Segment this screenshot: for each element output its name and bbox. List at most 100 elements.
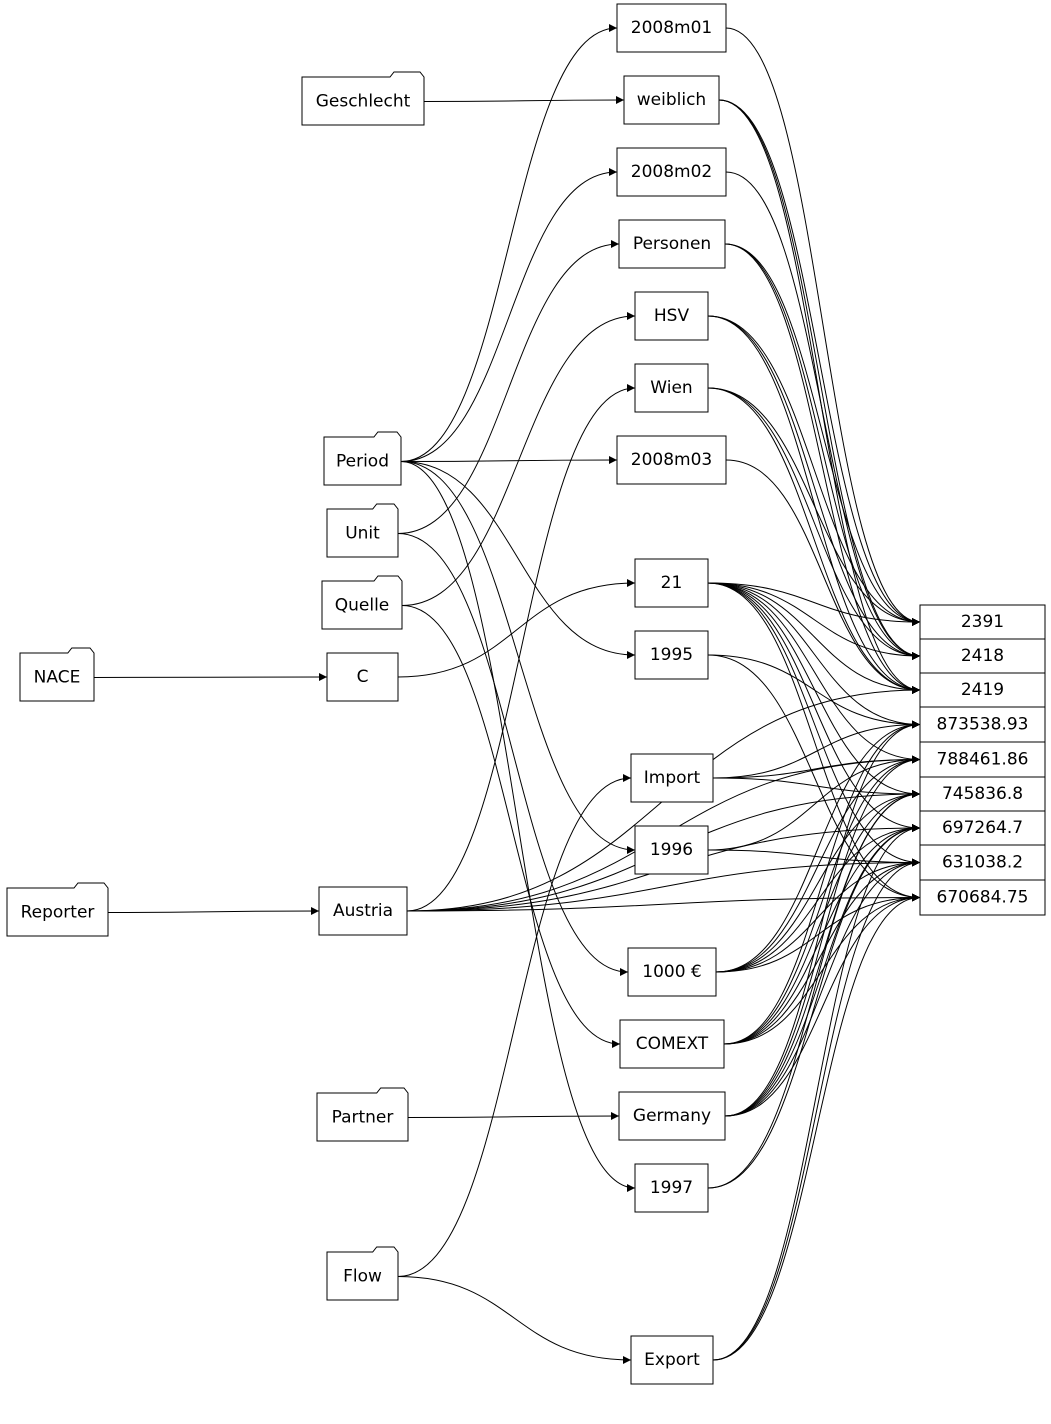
node-export: Export xyxy=(630,1335,714,1385)
box-shape xyxy=(616,3,727,53)
node-personen: Personen xyxy=(618,219,726,269)
edge-v21-r2391 xyxy=(707,582,921,626)
node-v1996: 1996 xyxy=(634,825,709,875)
node-label: 1996 xyxy=(650,840,693,860)
edge-period-v2008m02 xyxy=(400,168,618,462)
node-label: Wien xyxy=(650,378,692,398)
node-label: Austria xyxy=(333,901,393,921)
node-label: Personen xyxy=(633,234,711,254)
node-r697264: 697264.7 xyxy=(919,810,1046,846)
box-shape xyxy=(326,652,399,702)
edge-v2008m03-r2419 xyxy=(725,459,921,694)
folder-shape xyxy=(323,431,402,486)
edge-period-v1995 xyxy=(400,461,636,659)
node-r873538: 873538.93 xyxy=(919,706,1046,743)
edge-nace-c xyxy=(93,673,328,682)
edge-unit-personen xyxy=(397,240,620,534)
edge-germany-r873538 xyxy=(724,720,921,1117)
edge-comext-r631038 xyxy=(723,858,921,1045)
box-shape xyxy=(618,1091,726,1141)
edge-eur1000-r745836 xyxy=(715,790,921,973)
folder-shape xyxy=(326,503,399,558)
edges-layer xyxy=(93,24,921,1364)
edge-v21-r631038 xyxy=(707,582,921,867)
node-label: 2418 xyxy=(961,646,1004,666)
edge-c-v21 xyxy=(397,579,636,678)
node-v2008m01: 2008m01 xyxy=(616,3,727,53)
box-shape xyxy=(623,75,720,125)
node-reporter: Reporter xyxy=(6,882,109,937)
edge-v21-r788461 xyxy=(707,582,921,764)
edge-weiblich-r2391 xyxy=(718,99,921,626)
edge-v1997-r697264 xyxy=(707,824,921,1189)
node-label: weiblich xyxy=(637,90,706,110)
node-r2391: 2391 xyxy=(919,604,1046,640)
node-label: 1997 xyxy=(650,1178,693,1198)
folder-shape xyxy=(316,1087,409,1142)
node-v1995: 1995 xyxy=(634,630,709,680)
box-shape xyxy=(919,638,1046,674)
node-label: 1000 € xyxy=(642,962,701,982)
edge-austria-r670684 xyxy=(406,893,921,912)
node-v21: 21 xyxy=(634,558,709,608)
box-shape xyxy=(630,753,714,803)
node-r631038: 631038.2 xyxy=(919,844,1046,881)
node-quelle: Quelle xyxy=(321,575,403,630)
nodes-layer: GeschlechtPeriodUnitQuelleNACEReporterPa… xyxy=(6,3,1046,1385)
node-import: Import xyxy=(630,753,714,803)
node-r2418: 2418 xyxy=(919,638,1046,674)
edge-import-r745836 xyxy=(712,777,921,798)
node-label: 2008m03 xyxy=(631,450,712,470)
edge-eur1000-r873538 xyxy=(715,720,921,973)
edge-personen-r2419 xyxy=(724,243,921,694)
node-label: Quelle xyxy=(335,596,390,616)
box-shape xyxy=(919,706,1046,743)
edge-flow-import xyxy=(397,774,632,1277)
node-weiblich: weiblich xyxy=(623,75,720,125)
edge-comext-r745836 xyxy=(723,790,921,1045)
box-shape xyxy=(919,879,1046,916)
node-hsv: HSV xyxy=(634,291,709,341)
edge-v2008m02-r2418 xyxy=(725,171,921,660)
folder-shape xyxy=(326,1246,399,1301)
edge-germany-r788461 xyxy=(724,755,921,1117)
node-v2008m02: 2008m02 xyxy=(616,147,727,197)
edge-v1996-r788461 xyxy=(707,755,921,851)
node-wien: Wien xyxy=(634,363,709,413)
folder-shape xyxy=(19,647,95,702)
node-label: 745836.8 xyxy=(942,784,1023,804)
node-label: 670684.75 xyxy=(937,888,1029,908)
node-flow: Flow xyxy=(326,1246,399,1301)
edge-germany-r670684 xyxy=(724,893,921,1117)
node-germany: Germany xyxy=(618,1091,726,1141)
edge-export-r697264 xyxy=(712,824,921,1361)
node-unit: Unit xyxy=(326,503,399,558)
edge-period-v2008m03 xyxy=(400,456,618,465)
edge-partner-germany xyxy=(407,1112,620,1121)
node-eur1000: 1000 € xyxy=(627,947,717,997)
node-label: Partner xyxy=(332,1108,394,1128)
folder-shape xyxy=(301,71,425,126)
edge-v21-r2419 xyxy=(707,582,921,694)
edge-geschlecht-weiblich xyxy=(423,96,625,105)
edge-eur1000-r631038 xyxy=(715,858,921,973)
box-shape xyxy=(630,1335,714,1385)
box-shape xyxy=(919,810,1046,846)
node-label: Period xyxy=(336,452,389,472)
edge-reporter-austria xyxy=(107,907,320,916)
edge-hsv-r2418 xyxy=(707,315,921,660)
node-label: 21 xyxy=(661,573,683,593)
node-r788461: 788461.86 xyxy=(919,741,1046,778)
edge-unit-eur1000 xyxy=(397,533,629,976)
edge-import-r788461 xyxy=(712,755,921,779)
node-label: Export xyxy=(644,1350,700,1370)
node-label: 631038.2 xyxy=(942,853,1023,873)
edge-comext-r788461 xyxy=(723,755,921,1045)
edge-austria-wien xyxy=(406,384,636,912)
edge-eur1000-r670684 xyxy=(715,893,921,973)
node-label: NACE xyxy=(34,668,81,688)
edge-v21-r745836 xyxy=(707,582,921,798)
edge-hsv-r2391 xyxy=(707,315,921,626)
edge-personen-r2418 xyxy=(724,243,921,660)
